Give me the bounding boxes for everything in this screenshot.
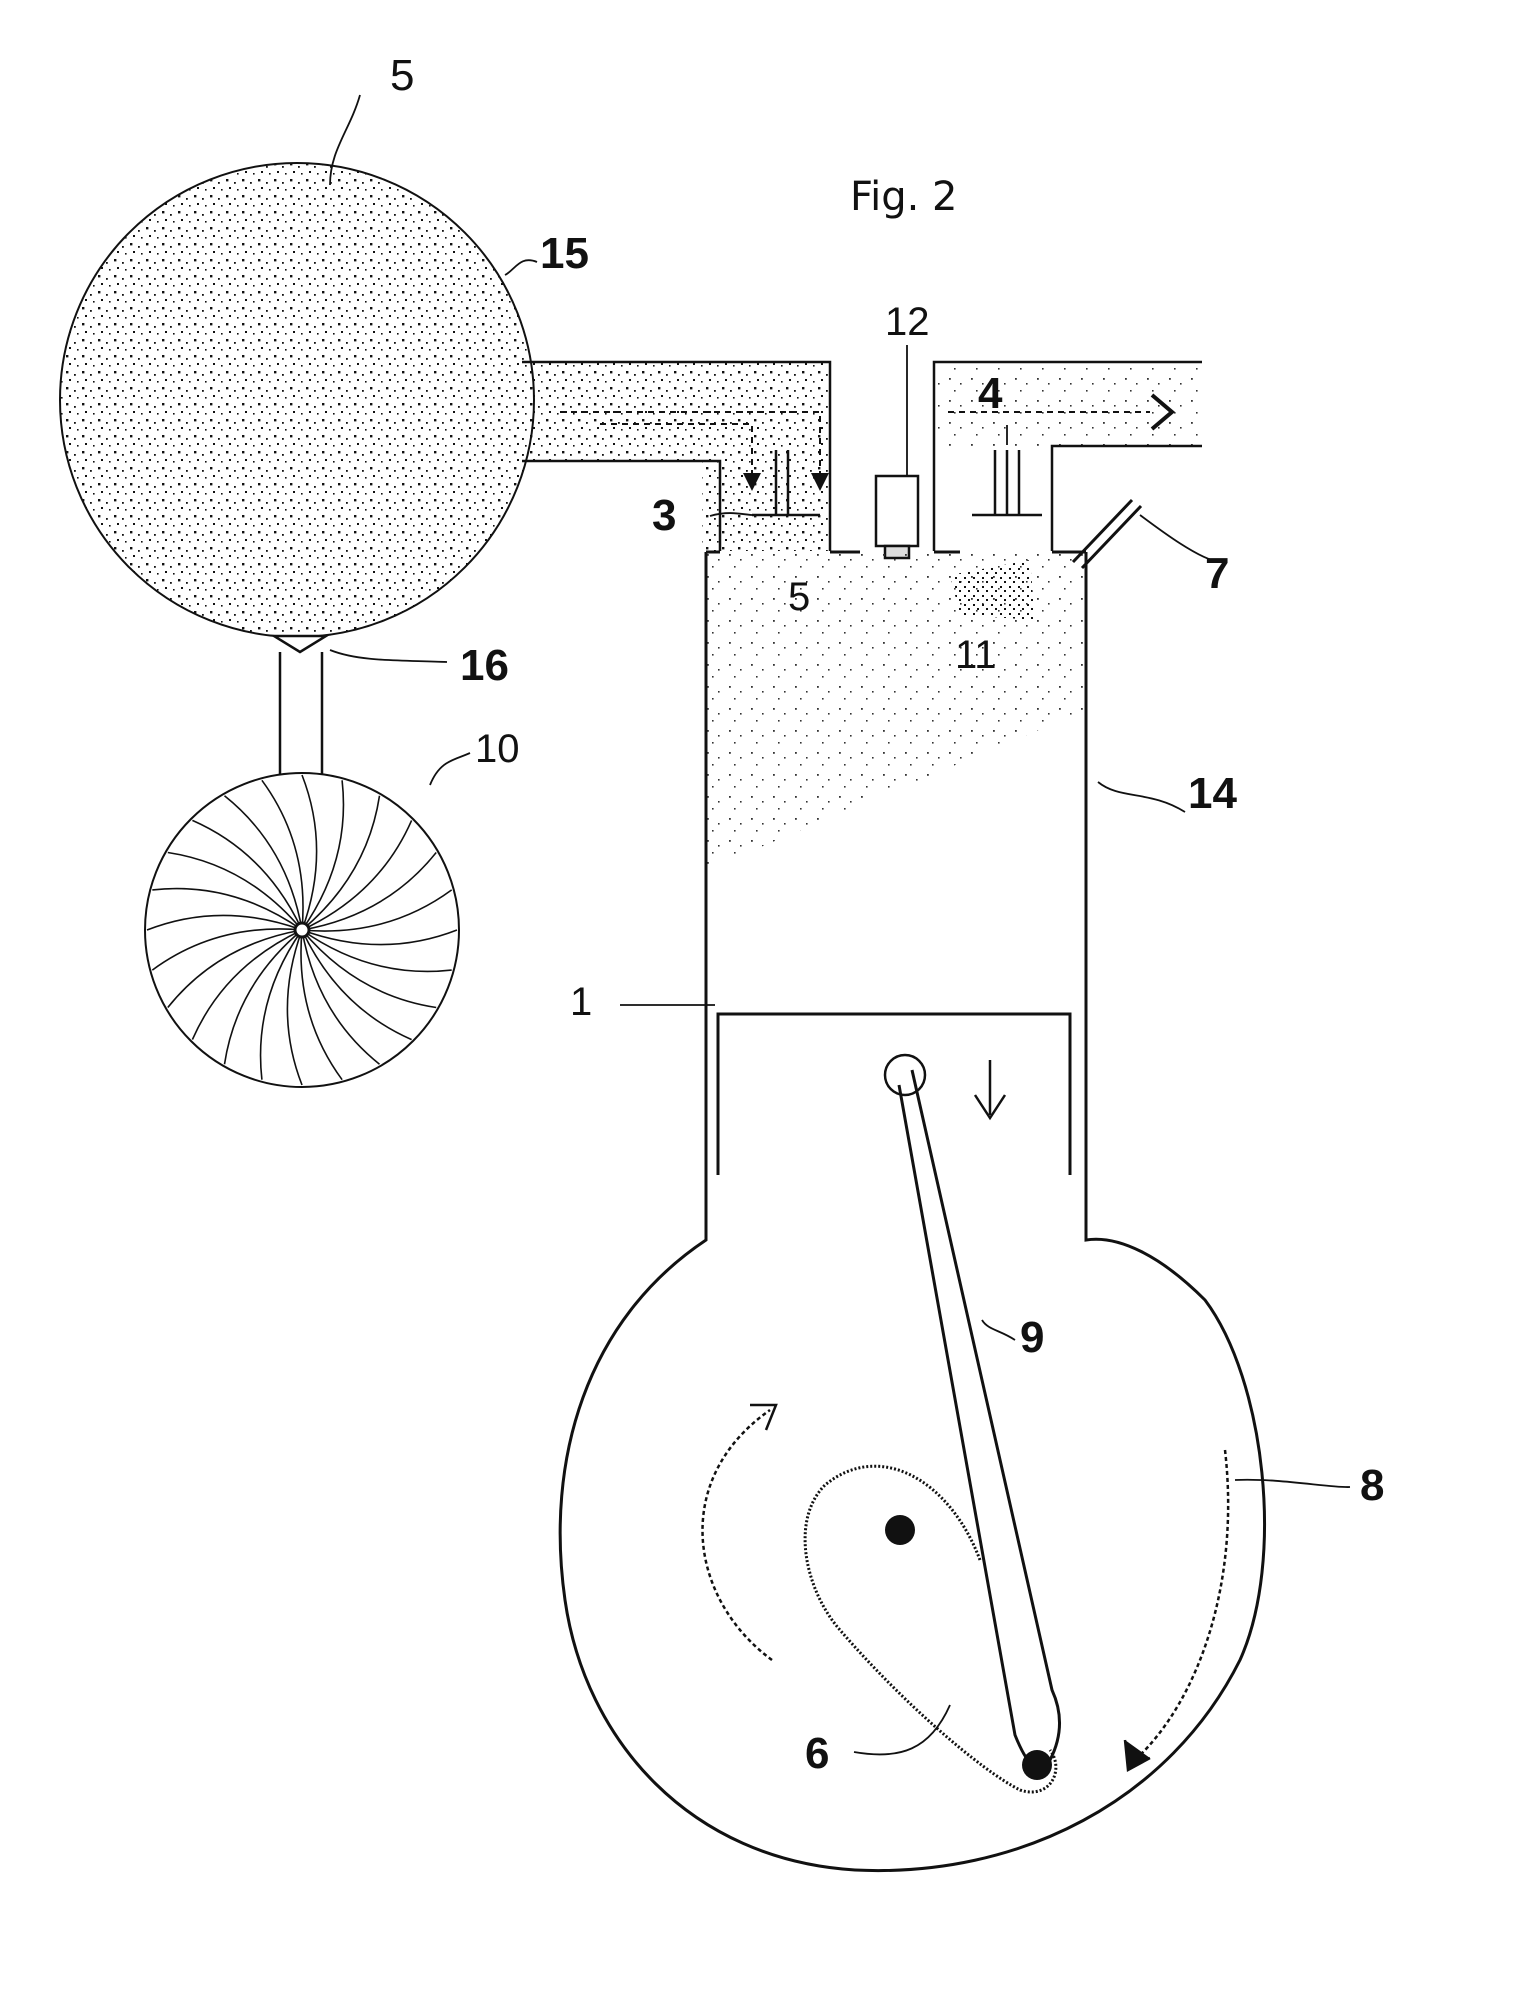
label-exhaust-flap: 7 [1205, 549, 1229, 598]
leader-lines [329, 94, 1351, 1756]
label-reservoir-contents: 5 [390, 51, 414, 100]
compressor-blade [259, 929, 303, 1080]
label-combustion-chamber: 14 [1188, 769, 1237, 818]
piston-motion-arrow [973, 1060, 1007, 1121]
label-spray: 11 [955, 633, 997, 677]
compressor-blade [151, 928, 303, 971]
compressor-blade [191, 929, 303, 1040]
piston [716, 1012, 1072, 1175]
compressor-blade [152, 887, 303, 931]
compressor-blade [167, 851, 303, 931]
compressor-blade [301, 929, 380, 1065]
check-valve [269, 634, 331, 775]
intake-valve [752, 450, 820, 517]
compressor-blade [301, 820, 413, 931]
crank [803, 1464, 1058, 1794]
label-reservoir: 15 [540, 229, 589, 278]
compressor-blade [146, 914, 303, 931]
compressor-blades [146, 774, 458, 1086]
label-intake-valve: 3 [652, 491, 676, 540]
label-exhaust-valve: 4 [978, 369, 1003, 418]
injector [874, 474, 920, 560]
cylinder-chamber [706, 552, 1086, 870]
compressor-blade [301, 774, 318, 931]
compressor-blade [301, 795, 381, 931]
piston-pin [883, 1053, 927, 1097]
compressor-blade [301, 889, 453, 932]
compressor-blade [286, 929, 303, 1086]
reservoir [59, 162, 535, 638]
compressor-blade [301, 929, 458, 946]
label-piston: 1 [570, 980, 592, 1024]
compressor-blade [167, 929, 303, 1008]
figure-title: Fig. 2 [850, 174, 957, 220]
label-compressor: 10 [475, 727, 520, 771]
label-chamber-charge: 5 [788, 575, 810, 619]
compressor-blade [224, 795, 303, 931]
compressor [144, 772, 460, 1088]
engine-body [558, 550, 1266, 1873]
exhaust-valve [972, 450, 1042, 517]
flow-arrows [560, 411, 829, 491]
label-check-valve: 16 [460, 641, 509, 690]
label-injector: 12 [885, 300, 930, 344]
rotation-arrows [701, 1403, 1230, 1772]
compressor-blade [192, 819, 303, 931]
compressor-blade [300, 929, 343, 1081]
compressor-blade [261, 779, 304, 931]
compressor-blade [223, 929, 303, 1065]
connecting-rod [897, 1069, 1062, 1770]
compressor-blade [301, 780, 345, 931]
compressor-blade [301, 929, 452, 973]
exhaust-duct [932, 360, 1202, 551]
label-crankcase: 8 [1360, 1461, 1384, 1510]
compressor-blade [301, 929, 437, 1009]
compressor-blade [301, 929, 412, 1041]
exhaust-flap [1071, 498, 1143, 570]
label-connecting-rod: 9 [1020, 1313, 1044, 1362]
compressor-blade [301, 852, 437, 931]
label-crank: 6 [805, 1729, 829, 1778]
